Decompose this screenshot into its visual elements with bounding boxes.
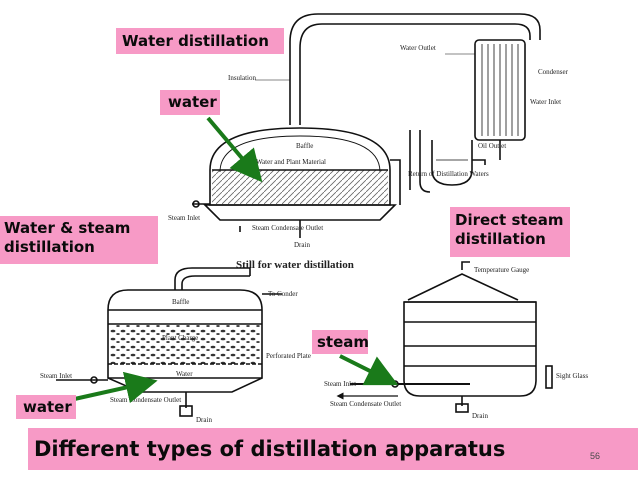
drain-text: Drain bbox=[294, 241, 310, 249]
water-inlet-text: Water Inlet bbox=[530, 98, 561, 106]
still-caption: Still for water distillation bbox=[236, 259, 354, 271]
water-still bbox=[192, 13, 541, 238]
water-distillation-label: Water distillation bbox=[116, 28, 284, 54]
steam-inlet-text: Steam Inlet bbox=[168, 214, 200, 222]
drain-text-2: Drain bbox=[196, 416, 212, 424]
insulation-text: Insulation bbox=[228, 74, 256, 82]
oil-outlet-text: Oil Outlet bbox=[478, 142, 506, 150]
steam-label: steam bbox=[312, 330, 369, 354]
direct-steam-labels: Temperature Gauge Steam Inlet Steam Cond… bbox=[324, 266, 588, 420]
return-waters-text: Return of Distillation Waters bbox=[408, 170, 489, 178]
water-still-labels: Insulation Water Outlet Condenser Water … bbox=[168, 44, 569, 271]
arrow-water-top bbox=[206, 116, 263, 183]
water-outlet-text: Water Outlet bbox=[400, 44, 436, 52]
steam-condensate-text: Steam Condensate Outlet bbox=[252, 224, 323, 232]
water-steam-distillation-label: Water & steam distillation bbox=[0, 216, 158, 264]
water-text: Water bbox=[176, 370, 193, 378]
slide-title: Different types of distillation apparatu… bbox=[28, 428, 638, 470]
steam-condensate-text-2: Steam Condensate Outlet bbox=[110, 396, 181, 404]
water-plant-material-text: Water and Plant Material bbox=[256, 158, 326, 166]
direct-steam-distillation-label: Direct steam distillation bbox=[450, 207, 570, 257]
sight-glass-text: Sight Glass bbox=[556, 372, 588, 380]
page-number: 56 bbox=[590, 451, 601, 461]
arrow-steam bbox=[339, 354, 399, 386]
baffle-text-2: Baffle bbox=[172, 298, 189, 306]
baffle-text: Baffle bbox=[296, 142, 313, 150]
to-condenser-text: To Conder bbox=[268, 290, 298, 298]
steam-inlet-text-2: Steam Inlet bbox=[40, 372, 72, 380]
perforated-plate-text: Perforated Plate bbox=[266, 352, 311, 360]
steam-inlet-text-3: Steam Inlet bbox=[324, 380, 356, 388]
drain-text-3: Drain bbox=[472, 412, 488, 420]
temperature-gauge-text: Temperature Gauge bbox=[474, 266, 529, 274]
plant-charge-text: Plant Charge bbox=[162, 334, 198, 342]
water-label-top: water bbox=[160, 90, 220, 115]
direct-steam-still bbox=[350, 261, 553, 413]
arrow-water-bottom bbox=[69, 371, 158, 404]
water-label-bottom: water bbox=[16, 395, 76, 419]
steam-condensate-text-3: Steam Condensate Outlet bbox=[330, 400, 401, 408]
condenser-text: Condenser bbox=[538, 68, 569, 76]
